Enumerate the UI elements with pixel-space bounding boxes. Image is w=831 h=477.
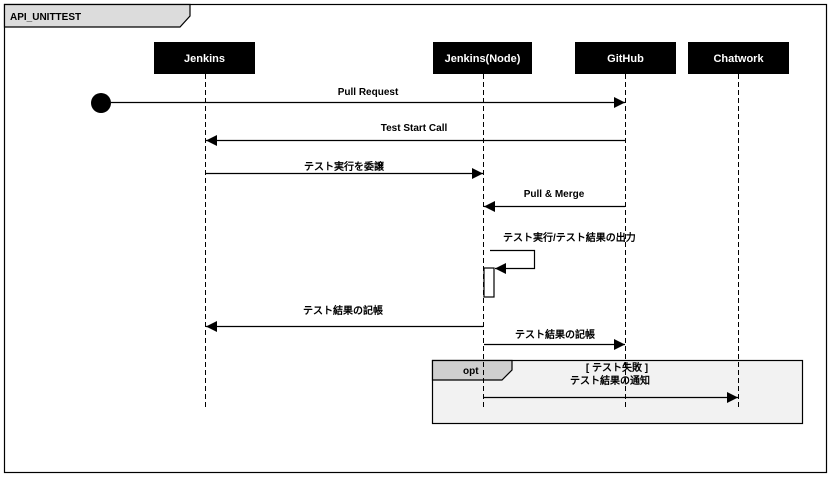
message-label-pull-merge: Pull & Merge — [524, 189, 585, 200]
participant-jenkins-node: Jenkins(Node) — [433, 42, 532, 74]
svg-text:Jenkins: Jenkins — [184, 53, 225, 65]
opt-operator: opt — [463, 366, 479, 377]
message-arrow-self-run — [490, 249, 536, 274]
opt-fragment — [431, 359, 804, 425]
frame-title: API_UNITTEST — [10, 12, 81, 23]
participant-chatwork: Chatwork — [688, 42, 789, 74]
message-label-test-start-call: Test Start Call — [381, 123, 448, 134]
opt-guard: [ テスト失敗 ] — [586, 361, 648, 374]
message-label-pull-request: Pull Request — [338, 87, 399, 98]
svg-text:Chatwork: Chatwork — [713, 53, 764, 65]
message-label-notify-chatwork: テスト結果の通知 — [570, 374, 650, 387]
message-label-delegate-test: テスト実行を委譲 — [304, 160, 385, 173]
message-label-record-jenkins: テスト結果の記帳 — [303, 304, 383, 317]
message-label-record-github: テスト結果の記帳 — [515, 328, 595, 341]
svg-text:Jenkins(Node): Jenkins(Node) — [445, 53, 521, 65]
participant-jenkins: Jenkins — [154, 42, 255, 74]
message-label-self-run: テスト実行/テスト結果の出力 — [503, 231, 636, 244]
start-node — [91, 93, 111, 113]
frame-title-tab — [3, 3, 191, 28]
svg-text:GitHub: GitHub — [607, 53, 644, 65]
activation-box — [483, 267, 495, 298]
participant-github: GitHub — [575, 42, 676, 74]
opt-fragment-tab — [431, 359, 513, 381]
